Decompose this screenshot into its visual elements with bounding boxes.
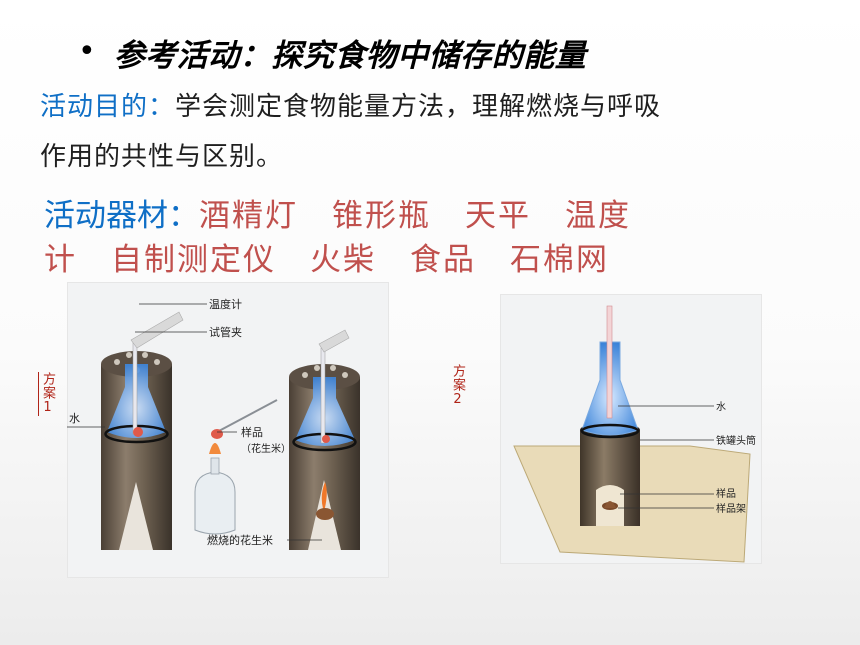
label-clamp: 试管夹	[209, 325, 242, 339]
equipment-item: 自制测定仪	[111, 242, 276, 278]
label-sample: 样品	[241, 425, 263, 439]
equipment-item: 酒精灯	[199, 198, 298, 234]
figure-scheme-1: 温度计 试管夹 水 样品 （花生米） 燃烧的花生米	[67, 282, 389, 578]
left-can	[101, 311, 184, 550]
caption-scheme-1: 方案1	[38, 372, 55, 416]
right-can	[289, 329, 360, 550]
equipment-label: 活动器材：	[44, 198, 199, 234]
equipment-item: 天平	[465, 198, 531, 234]
apparatus-diagram-2: 水 铁罐头筒 样品 样品架	[513, 305, 756, 563]
label-burning-peanut: 燃烧的花生米	[207, 533, 273, 547]
equipment-item: 锥形瓶	[332, 198, 431, 234]
equipment-item: 石棉网	[510, 242, 609, 278]
purpose-label: 活动目的：	[40, 92, 176, 122]
equipment-item: 计	[44, 242, 77, 278]
bullet-icon: •	[78, 34, 96, 69]
label-can: 铁罐头筒	[716, 434, 756, 447]
purpose-text-line1: 学会测定食物能量方法，理解燃烧与呼吸	[175, 92, 662, 122]
slide-title: • 参考活动：探究食物中储存的能量	[78, 30, 586, 74]
activity-purpose: 活动目的：学会测定食物能量方法，理解燃烧与呼吸 作用的共性与区别。	[40, 82, 830, 182]
equipment-item: 温度	[565, 198, 631, 234]
label-water: 水	[716, 401, 726, 413]
label-thermometer: 温度计	[209, 297, 242, 311]
purpose-text-line2: 作用的共性与区别。	[40, 142, 284, 172]
label-sample: 样品	[716, 487, 736, 500]
caption-scheme-2: 方案2	[450, 364, 465, 408]
activity-equipment: 活动器材：酒精灯锥形瓶天平温度 计自制测定仪火柴食品石棉网	[44, 194, 824, 282]
label-water: 水	[69, 412, 80, 425]
title-text: 参考活动：探究食物中储存的能量	[113, 37, 587, 74]
alcohol-lamp	[194, 399, 278, 535]
figure-scheme-2: 水 铁罐头筒 样品 样品架	[500, 294, 762, 564]
label-sample-note: （花生米）	[241, 442, 291, 455]
label-holder: 样品架	[716, 502, 746, 515]
equipment-item: 火柴	[310, 242, 376, 278]
equipment-item: 食品	[410, 242, 476, 278]
apparatus-diagram-1: 温度计 试管夹 水 样品 （花生米） 燃烧的花生米	[67, 297, 360, 550]
